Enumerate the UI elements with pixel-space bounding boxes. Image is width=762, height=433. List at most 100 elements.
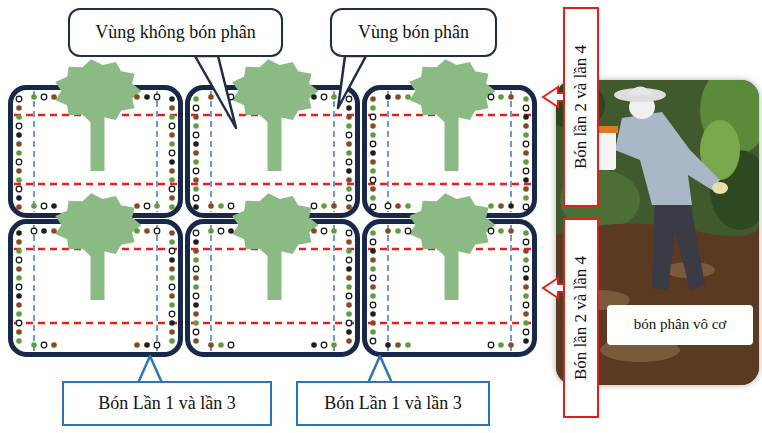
tree-plot bbox=[11, 59, 181, 215]
fertilizer-dot bbox=[346, 195, 352, 201]
fertilizer-dot bbox=[169, 96, 175, 102]
fertilizer-dot bbox=[498, 228, 504, 234]
fertilizer-dot bbox=[370, 195, 376, 201]
fertilizer-dot bbox=[523, 329, 529, 335]
fertilizer-dot bbox=[193, 141, 199, 147]
fertilizer-dot bbox=[193, 275, 199, 281]
callout-pointer bbox=[338, 56, 366, 108]
blue-dashed-line bbox=[156, 225, 158, 351]
fertilizer-dot bbox=[346, 239, 352, 245]
fertilizer-dot bbox=[346, 275, 352, 281]
fertilizer-dot bbox=[370, 257, 376, 263]
fertilizer-dot bbox=[208, 203, 214, 209]
fertilizer-dot bbox=[169, 284, 175, 290]
fertilizer-dot bbox=[395, 203, 401, 209]
application-label-box: Bón lần 2 và lần 4 bbox=[563, 218, 599, 418]
tree-crown bbox=[232, 59, 318, 122]
fertilizer-dot bbox=[370, 248, 376, 254]
fertilizer-dot bbox=[523, 257, 529, 263]
fertilizer-dot bbox=[169, 105, 175, 111]
fertilizer-dot bbox=[193, 123, 199, 129]
fertilizer-dot bbox=[218, 228, 224, 234]
fertilizer-dot bbox=[385, 203, 391, 209]
fertilizer-dot bbox=[134, 94, 140, 100]
fertilizer-dot bbox=[16, 329, 22, 335]
fertilizer-dot bbox=[508, 228, 514, 234]
callout-pointer bbox=[368, 356, 392, 383]
fertilizer-dot bbox=[41, 342, 47, 348]
fertilizer-dot bbox=[385, 94, 391, 100]
blue-dashed-line bbox=[333, 225, 335, 351]
fertilizer-dot bbox=[193, 105, 199, 111]
red-dashed-line bbox=[368, 322, 531, 325]
fertilizer-dot bbox=[346, 168, 352, 174]
tree-plot bbox=[11, 193, 181, 354]
fertilizer-dot bbox=[16, 96, 22, 102]
fertilizer-dot bbox=[16, 168, 22, 174]
box-text: Bón lần 2 và lần 4 bbox=[571, 45, 591, 169]
fertilizer-dot bbox=[346, 302, 352, 308]
fertilizer-dot bbox=[523, 186, 529, 192]
fertilizer-dot bbox=[228, 228, 234, 234]
fertilizer-dot bbox=[346, 204, 352, 210]
fertilizer-dot bbox=[169, 177, 175, 183]
fertilizer-dot bbox=[193, 311, 199, 317]
person-hat-crown bbox=[627, 87, 654, 96]
fertilizer-dot bbox=[193, 96, 199, 102]
fertilizer-dot bbox=[321, 342, 327, 348]
fertilizer-dot bbox=[395, 94, 401, 100]
fertilizer-dot bbox=[311, 342, 317, 348]
blue-dashed-line bbox=[210, 225, 212, 351]
fertilizer-dot bbox=[370, 320, 376, 326]
fertilizer-dot bbox=[346, 150, 352, 156]
red-dashed-line bbox=[191, 183, 354, 186]
red-dashed-line bbox=[191, 322, 354, 325]
fertilizer-dot bbox=[370, 329, 376, 335]
tree-crown bbox=[55, 193, 141, 256]
fertilizer-dot bbox=[208, 342, 214, 348]
box-text: Vùng bón phân bbox=[358, 22, 469, 43]
fertilizer-dot bbox=[193, 186, 199, 192]
fertilizer-dot bbox=[193, 230, 199, 236]
fertilizer-dot bbox=[370, 338, 376, 344]
photo-caption-box: bón phân vô cơ bbox=[607, 305, 753, 345]
fertilizer-dot bbox=[370, 186, 376, 192]
fertilizer-dot bbox=[488, 203, 494, 209]
fertilizer-dot bbox=[169, 311, 175, 317]
fertilizer-dot bbox=[144, 203, 150, 209]
fertilizer-dot bbox=[193, 248, 199, 254]
tree-plot bbox=[188, 193, 358, 354]
fertilizer-dot bbox=[169, 257, 175, 263]
blue-dashed-line bbox=[510, 225, 512, 351]
fertilizer-dot bbox=[154, 94, 160, 100]
box-text: Bón Lần 1 và lần 3 bbox=[324, 393, 461, 414]
fertilizer-dot bbox=[395, 228, 401, 234]
fertilizer-dot bbox=[134, 203, 140, 209]
blue-dashed-line bbox=[387, 91, 389, 212]
fertilizer-dot bbox=[370, 302, 376, 308]
fertilizer-dot bbox=[193, 266, 199, 272]
fertilizer-dot bbox=[208, 228, 214, 234]
fertilizer-dot bbox=[16, 123, 22, 129]
fertilizer-dot bbox=[370, 150, 376, 156]
fertilizer-dot bbox=[498, 342, 504, 348]
fertilizer-dot bbox=[321, 203, 327, 209]
fertilizer-dot bbox=[523, 248, 529, 254]
fertilizer-dot bbox=[31, 94, 37, 100]
fertilizer-dot bbox=[169, 150, 175, 156]
fertilizer-dot bbox=[16, 293, 22, 299]
fertilizer-dot bbox=[228, 203, 234, 209]
fertilizer-dot bbox=[228, 342, 234, 348]
fertilizer-dot bbox=[370, 230, 376, 236]
tree-crown bbox=[55, 59, 141, 122]
fertilizer-dot bbox=[346, 159, 352, 165]
blue-dashed-line bbox=[210, 91, 212, 212]
fertilizer-dot bbox=[346, 105, 352, 111]
fertilizer-dot bbox=[508, 342, 514, 348]
fertilizer-dot bbox=[16, 141, 22, 147]
fertilizer-dot bbox=[370, 141, 376, 147]
fertilizer-dot bbox=[370, 275, 376, 281]
fertilizer-dot bbox=[208, 94, 214, 100]
red-dashed-line bbox=[14, 183, 177, 186]
